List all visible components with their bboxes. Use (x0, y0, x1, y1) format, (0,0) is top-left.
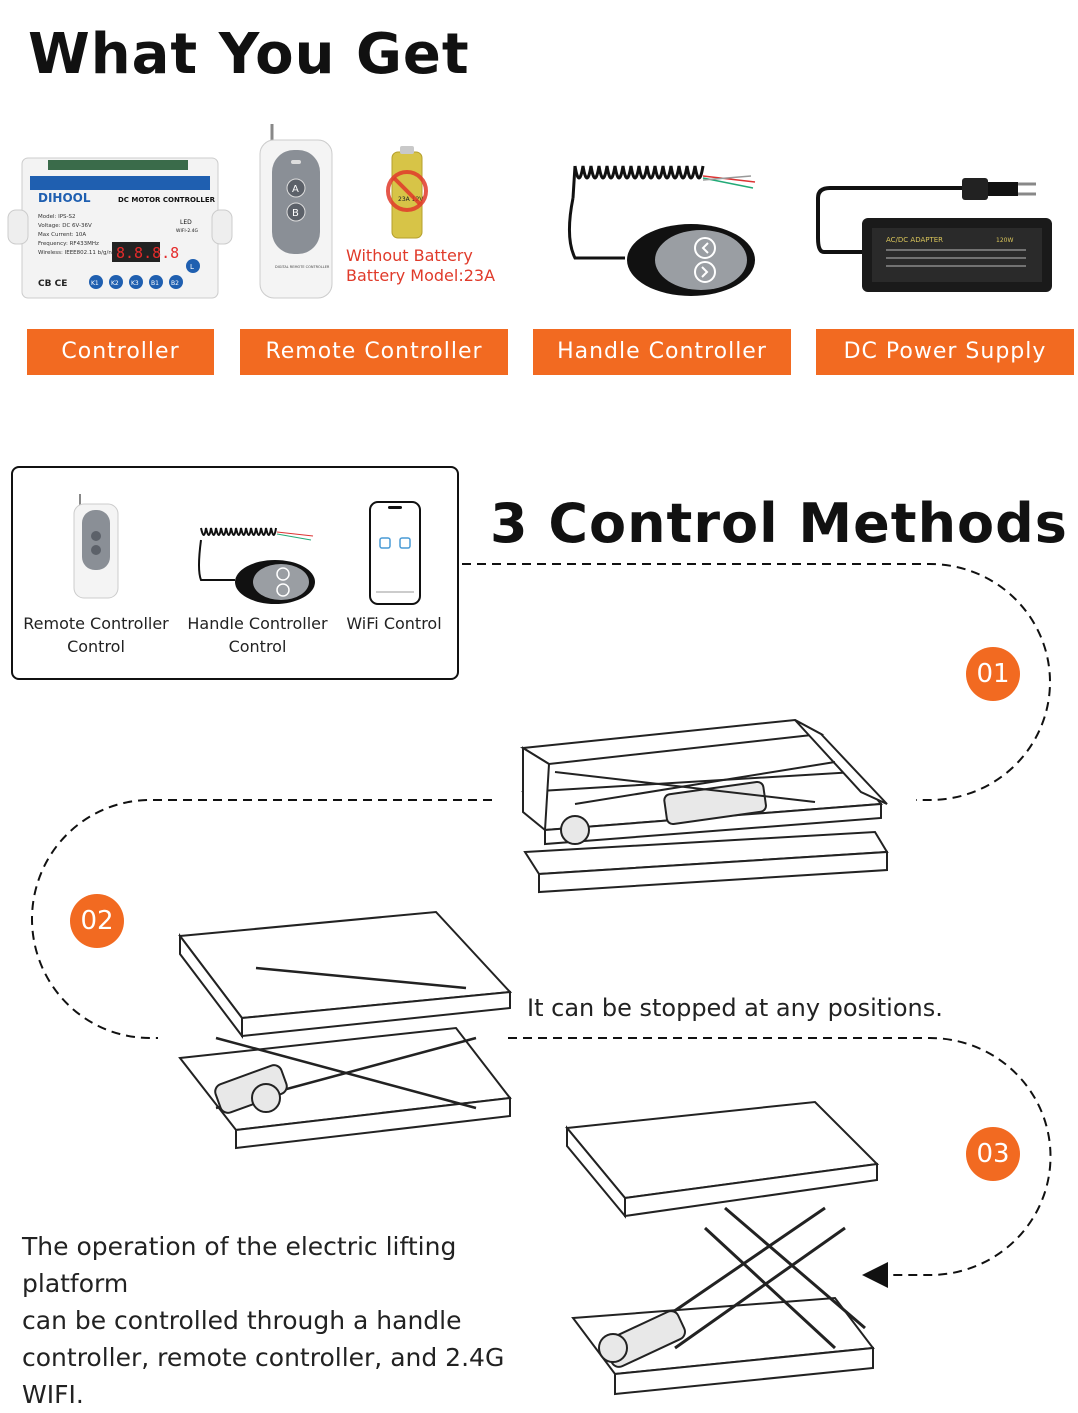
controller-led-label: LED (180, 219, 192, 226)
method-handle-line2: Control (228, 637, 287, 656)
controller-spec-2: Max Current: 10A (38, 232, 86, 238)
controller-buttons: K1 K2 K3 B1 B2 (89, 275, 183, 289)
description: The operation of the electric lifting pl… (22, 1228, 562, 1413)
step-badge-01: 01 (966, 647, 1020, 701)
tag-handle-controller: Handle Controller (533, 329, 791, 375)
page-title: What You Get (28, 22, 470, 87)
handle-controller-image (568, 165, 756, 296)
remote-caption: DIGITAL REMOTE CONTROLLER (275, 265, 330, 269)
controller-button-k3: K3 (131, 280, 139, 287)
power-supply-label: AC/DC ADAPTER (886, 236, 943, 244)
controller-wifi-label: WIFI-2.4G (176, 228, 198, 234)
lift-platform-raised (565, 1100, 880, 1396)
method-remote-label: Remote Controller Control (20, 612, 172, 658)
controller-spec-1: Voltage: DC 6V-36V (38, 223, 92, 229)
controller-spec-4: Wireless: IEEE802.11 b/g/n (38, 250, 112, 256)
power-supply-image: AC/DC ADAPTER 120W (816, 178, 1052, 292)
step-badge-02: 02 (70, 894, 124, 948)
controller-device-image: DIHOOL DC MOTOR CONTROLLER Model: IPS-S2… (7, 157, 233, 299)
tag-dc-power-supply: DC Power Supply (816, 329, 1074, 375)
phone-icon (369, 501, 421, 605)
lift-platform-lowered (519, 718, 889, 894)
remote-button-b: B (292, 208, 299, 219)
controller-spec-3: Frequency: RF433MHz (38, 241, 99, 247)
controller-heading: DC MOTOR CONTROLLER (118, 196, 216, 204)
tag-remote-controller: Remote Controller (240, 329, 508, 375)
remote-button-a: A (292, 184, 299, 195)
lift-platform-mid (178, 910, 513, 1150)
controller-spec-0: Model: IPS-S2 (38, 214, 76, 220)
battery-note-line2: Battery Model:23A (346, 266, 496, 285)
battery-note-line1: Without Battery (346, 246, 473, 265)
method-handle-line1: Handle Controller (187, 614, 328, 633)
battery-cell-label: 23A 12V (398, 196, 424, 203)
remote-device-image: A B DIGITAL REMOTE CONTROLLER (259, 124, 333, 299)
method-remote-line2: Control (67, 637, 125, 656)
controller-button-l: L (190, 263, 194, 271)
controller-button-b1: B1 (151, 280, 159, 287)
controller-cert: CB CE (38, 279, 67, 289)
tag-controller: Controller (27, 329, 214, 375)
controller-button-k1: K1 (91, 280, 99, 287)
method-handle-label: Handle Controller Control (180, 612, 335, 658)
stopped-text: It can be stopped at any positions. (527, 994, 943, 1022)
step-badge-03: 03 (966, 1127, 1020, 1181)
method-remote-line1: Remote Controller (23, 614, 169, 633)
description-line2: can be controlled through a handle (22, 1306, 462, 1335)
controller-button-k2: K2 (111, 280, 119, 287)
power-supply-watt: 120W (996, 237, 1013, 244)
method-wifi-label: WiFi Control (340, 612, 448, 635)
control-methods-heading: 3 Control Methods (490, 492, 1068, 555)
arrow-icon (862, 1262, 888, 1288)
battery-image: 23A 12V (386, 146, 428, 239)
controller-brand: DIHOOL (38, 191, 91, 205)
handle-icon (198, 527, 315, 604)
description-line1: The operation of the electric lifting pl… (22, 1232, 457, 1298)
controller-display: 8.8.8.8 (116, 244, 179, 262)
battery-note: Without Battery Battery Model:23A (346, 246, 495, 286)
method-wifi-line1: WiFi Control (346, 614, 442, 633)
remote-icon (73, 494, 119, 599)
controller-button-b2: B2 (171, 280, 179, 287)
